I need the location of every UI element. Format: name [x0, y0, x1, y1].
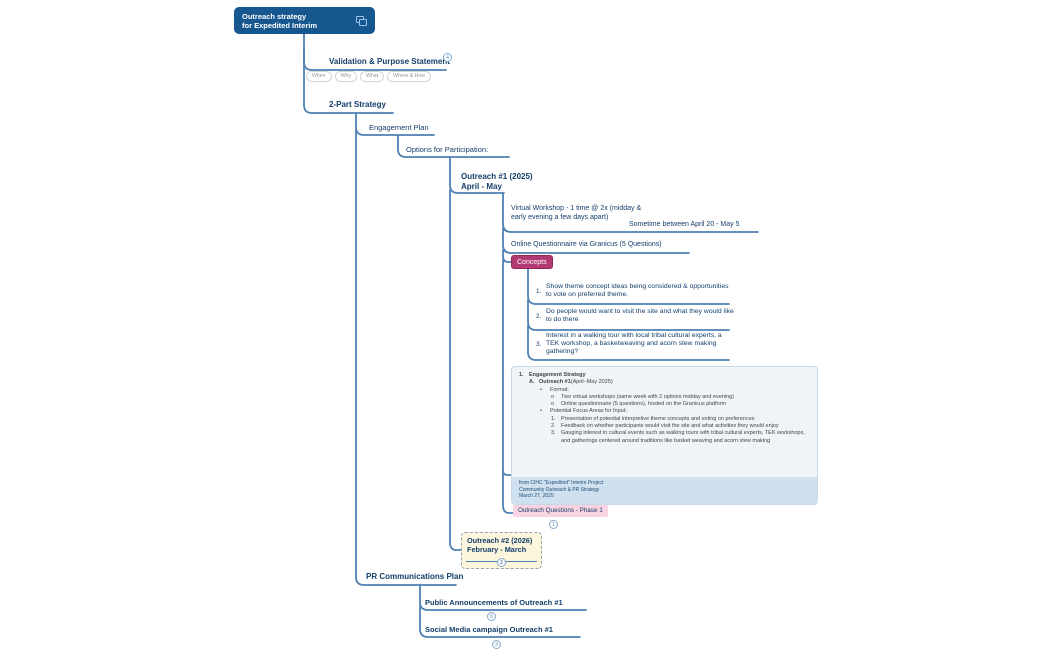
node-outreach-1[interactable]: Outreach #1 (2025) April - May — [461, 172, 533, 191]
node-outreach-questions-phase1[interactable]: Outreach Questions - Phase 1 — [513, 505, 608, 517]
node-engagement-plan[interactable]: Engagement Plan — [369, 123, 429, 132]
tag-when[interactable]: When — [306, 71, 332, 82]
tag-where-how[interactable]: Where & How — [387, 71, 432, 82]
item-number: 3. — [536, 340, 542, 348]
node-sometime-between[interactable]: Sometime between April 20 - May 5 — [629, 221, 740, 228]
collapsed-count-badge[interactable]: 6 — [487, 612, 496, 621]
concept-item-2[interactable]: 2. Do people would want to visit the sit… — [536, 308, 734, 324]
collapsed-count-badge[interactable]: 3 — [492, 640, 501, 649]
note-outline: 1.Engagement Strategy A.Outreach #1 (Apr… — [519, 372, 805, 444]
tag-what[interactable]: What — [359, 71, 385, 82]
concept-item-1[interactable]: 1. Show theme concept ideas being consid… — [536, 283, 729, 299]
note-source-citation: from CIHC "Expedited" Interim Project Co… — [512, 477, 817, 504]
node-two-part-strategy[interactable]: 2-Part Strategy — [329, 100, 386, 109]
node-online-questionnaire[interactable]: Online Questionnaire via Granicus (5 Que… — [511, 241, 662, 248]
node-outreach-2[interactable]: Outreach #2 (2026) February - March 2 — [461, 532, 542, 569]
node-options-for-participation[interactable]: Options for Participation: — [406, 145, 489, 154]
collapsed-count-badge[interactable]: 2 — [497, 558, 506, 567]
tag-why[interactable]: Why — [334, 71, 357, 82]
root-node[interactable]: Outreach strategy for Expedited Interim — [234, 7, 375, 34]
node-concepts[interactable]: Concepts — [511, 255, 553, 269]
item-number: 2. — [536, 312, 542, 320]
node-pr-communications-plan[interactable]: PR Communications Plan — [366, 572, 464, 581]
collapsed-count-badge[interactable]: 4 — [443, 53, 452, 62]
node-social-media-campaign[interactable]: Social Media campaign Outreach #1 — [425, 625, 553, 634]
collapsed-count-badge[interactable]: 1 — [549, 520, 558, 529]
concept-item-3[interactable]: 3. Interest in a walking tour with local… — [536, 332, 722, 356]
node-public-announcements[interactable]: Public Announcements of Outreach #1 — [425, 598, 563, 607]
item-number: 1. — [536, 287, 542, 295]
engagement-strategy-note[interactable]: 1.Engagement Strategy A.Outreach #1 (Apr… — [511, 366, 818, 505]
validation-tags: When Why What Where & How — [306, 71, 432, 82]
document-icon — [356, 15, 367, 26]
node-validation-purpose[interactable]: Validation & Purpose Statement — [329, 57, 450, 66]
root-title: Outreach strategy for Expedited Interim — [242, 11, 318, 30]
node-virtual-workshop[interactable]: Virtual Workshop - 1 time @ 2x (midday &… — [511, 205, 642, 221]
